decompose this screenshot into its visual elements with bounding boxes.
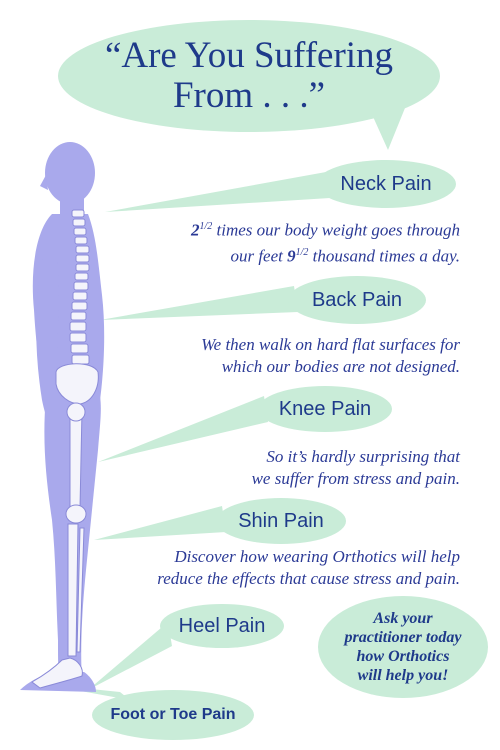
info-paragraph-3: So it’s hardly surprising that we suffer… <box>140 446 460 490</box>
heel-pain-label: Heel Pain <box>178 614 266 637</box>
info-paragraph-4: Discover how wearing Orthotics will help… <box>104 546 460 590</box>
neck-tail <box>105 172 330 212</box>
neck-pain-label: Neck Pain <box>340 172 432 195</box>
info-2-line-2: which our bodies are not designed. <box>221 357 460 376</box>
cta-line-3: how Orthotics <box>356 648 450 665</box>
back-pain-label: Back Pain <box>311 288 403 311</box>
heel-tail <box>88 622 172 690</box>
shin-pain-bubble: Shin Pain <box>216 498 346 544</box>
neck-pain-bubble: Neck Pain <box>316 160 456 208</box>
shin-pain-label: Shin Pain <box>238 509 324 532</box>
headline-tail <box>370 108 405 150</box>
info-paragraph-2: We then walk on hard flat surfaces for w… <box>120 334 460 378</box>
info-1-line-2: our feet 91/2 thousand times a day. <box>230 246 460 266</box>
knee-tail <box>98 396 268 462</box>
info-3-line-1: So it’s hardly surprising that <box>266 447 460 466</box>
knee <box>65 504 87 524</box>
heel-pain-bubble: Heel Pain <box>160 604 284 648</box>
body-silhouette <box>20 142 105 692</box>
headline-line-2: From . . .” <box>172 75 326 116</box>
headline-line-1: “Are You Suffering <box>104 35 394 76</box>
knee-pain-bubble: Knee Pain <box>258 386 392 432</box>
knee-pain-label: Knee Pain <box>278 397 372 420</box>
pelvis <box>55 363 99 405</box>
fibula <box>76 527 85 653</box>
cta-bubble: Ask your practitioner today how Orthotic… <box>318 596 488 698</box>
info-4-line-1: Discover how wearing Orthotics will help <box>174 547 460 566</box>
shin-tail <box>94 506 226 540</box>
info-paragraph-1: 21/2 times our body weight goes through … <box>120 216 460 267</box>
tibia <box>67 523 79 657</box>
info-1-line-1: 21/2 times our body weight goes through <box>190 220 460 240</box>
info-2-line-1: We then walk on hard flat surfaces for <box>201 335 460 354</box>
info-3-line-2: we suffer from stress and pain. <box>251 469 460 488</box>
foot-toe-pain-label: Foot or Toe Pain <box>110 706 236 723</box>
foot-toe-pain-bubble: Foot or Toe Pain <box>92 690 254 740</box>
femur <box>69 409 83 509</box>
back-pain-bubble: Back Pain <box>288 276 426 324</box>
skeleton <box>31 209 99 689</box>
info-4-line-2: reduce the effects that cause stress and… <box>157 569 460 588</box>
headline-bubble: “Are You Suffering From . . .” <box>58 20 440 132</box>
spine <box>69 209 90 365</box>
cta-line-1: Ask your <box>373 610 433 627</box>
cta-line-4: will help you! <box>357 667 449 684</box>
foot-bones <box>31 657 83 689</box>
back-tail <box>100 286 298 320</box>
cta-line-2: practitioner today <box>344 629 462 646</box>
